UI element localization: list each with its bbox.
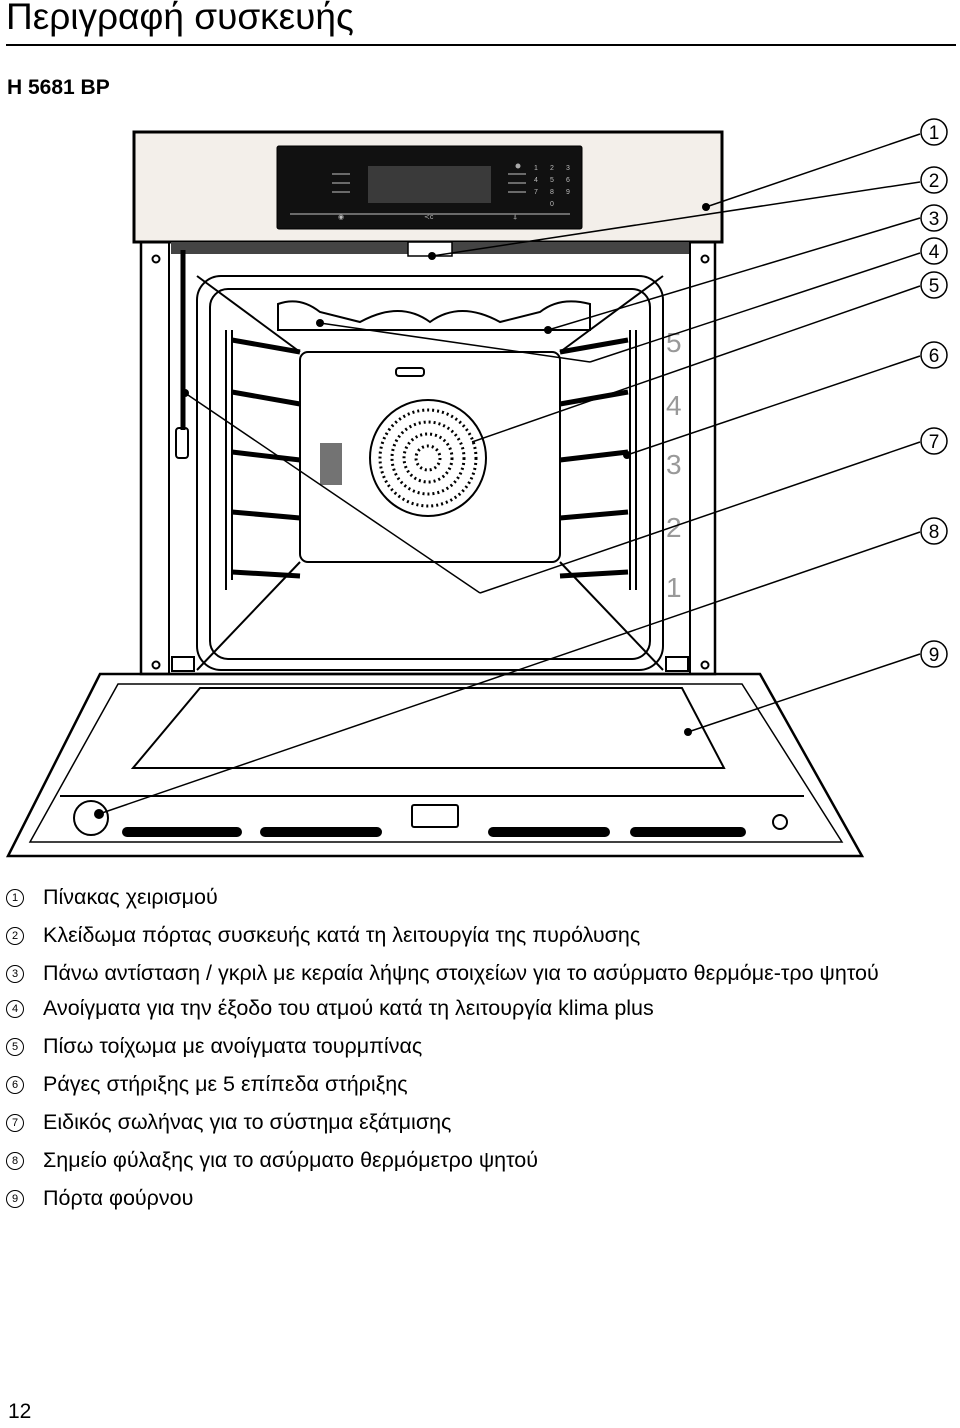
legend-number: 7 [6,1114,24,1132]
legend-number: 3 [6,965,24,983]
power-symbol: ◉ [338,214,344,221]
legend-number: 1 [6,889,24,907]
key-label: 0 [550,201,554,208]
svg-text:2: 2 [929,171,940,192]
key-label: 2 [550,165,554,172]
legend-number: 9 [6,1190,24,1208]
callout-8: 8 [920,517,948,545]
legend-text: Ράγες στήριξης με 5 επίπεδα στήριξης [43,1072,408,1096]
legend-item: 7 Ειδικός σωλήνας για το σύστημα εξάτμιση… [6,1103,946,1141]
svg-text:3: 3 [929,209,940,230]
legend-number: 5 [6,1038,24,1056]
svg-text:7: 7 [929,432,940,453]
page-number: 12 [8,1400,32,1423]
key-label: 6 [566,177,570,184]
svg-text:6: 6 [929,346,940,367]
svg-text:4: 4 [929,242,940,263]
callout-5: 5 [920,271,948,299]
legend-number: 4 [6,1000,24,1018]
callout-3: 3 [920,204,948,232]
key-label: 9 [566,189,570,196]
key-label: 8 [550,189,554,196]
legend-text: Πίνακας χειρισμού [43,885,218,909]
legend-text: Πίσω τοίχωμα με ανοίγματα τουρμπίνας [43,1034,423,1058]
callout-9: 9 [920,640,948,668]
callout-4: 4 [920,237,948,265]
key-label: 1 [534,165,538,172]
shelf-level-5: 5 [666,327,682,358]
legend-item: 9 Πόρτα φούρνου [6,1179,946,1217]
legend-item: 3 Πάνω αντίσταση / γκριλ με κεραία λήψης … [6,954,946,989]
bell-symbol: ⍋ [513,214,517,221]
model-number: H 5681 BP [7,76,110,99]
oven-door [5,672,865,858]
key-label: 5 [550,177,554,184]
legend-text: Πάνω αντίσταση / γκριλ με κεραία λήψης σ… [43,961,879,985]
shelf-level-4: 4 [666,390,682,421]
legend-item: 6 Ράγες στήριξης με 5 επίπεδα στήριξης [6,1065,946,1103]
svg-text:1: 1 [929,123,940,144]
shelf-level-3: 3 [666,449,682,480]
svg-text:8: 8 [929,522,940,543]
legend-number: 6 [6,1076,24,1094]
legend-text: Ειδικός σωλήνας για το σύστημα εξάτμισης [43,1110,452,1134]
svg-text:9: 9 [929,645,940,666]
legend-text: Ανοίγματα για την έξοδο του ατμού κατά τ… [43,996,654,1020]
legend-text: Πόρτα φούρνου [43,1186,194,1210]
legend-item: 8 Σημείο φύλαξης για το ασύρματο θερμόμετ… [6,1141,946,1179]
oven-diagram: 1 2 3 4 5 6 7 8 9 0 ◉ ≺c ⍋ [5,118,948,858]
key-label: 7 [534,189,538,196]
oven-body [139,240,717,676]
shelf-level-2: 2 [666,512,682,543]
legend-item: 4 Ανοίγματα για την έξοδο του ατμού κατά … [6,989,946,1027]
callout-6: 6 [920,341,948,369]
callout-2: 2 [920,166,948,194]
callout-7: 7 [920,427,948,455]
key-label: 4 [534,177,538,184]
key-label: 3 [566,165,570,172]
control-panel: 1 2 3 4 5 6 7 8 9 0 ◉ ≺c ⍋ [132,130,724,244]
legend-number: 2 [6,927,24,945]
legend-list: 1 Πίνακας χειρισμού 2 Κλείδωμα πόρτας συσκ… [6,878,946,1217]
legend-item: 5 Πίσω τοίχωμα με ανοίγματα τουρμπίνας [6,1027,946,1065]
svg-text:5: 5 [929,276,940,297]
page-title: Περιγραφή συσκευής [6,0,354,37]
shelf-level-1: 1 [666,572,682,603]
legend-number: 8 [6,1152,24,1170]
legend-item: 1 Πίνακας χειρισμού [6,878,946,916]
back-symbol: ≺c [424,214,434,221]
legend-text: Κλείδωμα πόρτας συσκευής κατά τη λειτουρ… [43,923,641,947]
legend-text: Σημείο φύλαξης για το ασύρματο θερμόμετρ… [43,1148,539,1172]
callout-1: 1 [920,118,948,146]
title-divider [6,44,956,46]
legend-item: 2 Κλείδωμα πόρτας συσκευής κατά τη λειτου… [6,916,946,954]
